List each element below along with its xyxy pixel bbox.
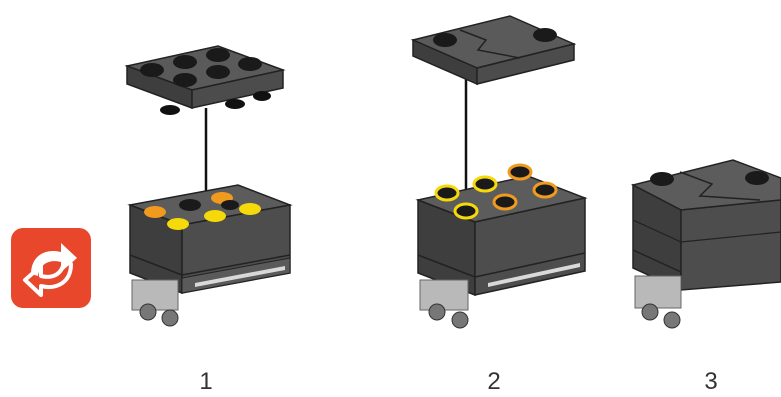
- step-1-illustration: [124, 45, 293, 327]
- tile-plate: [410, 15, 577, 86]
- battery-body-step2: [415, 163, 588, 329]
- step-label-3: 3: [704, 368, 718, 395]
- step-3-illustration: [630, 159, 781, 329]
- battery-body: [127, 184, 293, 327]
- step-label-2: 2: [487, 368, 501, 395]
- rotate-view-button[interactable]: [11, 228, 91, 308]
- plate-2x3: [124, 45, 286, 115]
- rotate-arrows-icon: [23, 243, 77, 297]
- step-2-illustration: [410, 15, 588, 329]
- step-label-1: 1: [199, 368, 213, 395]
